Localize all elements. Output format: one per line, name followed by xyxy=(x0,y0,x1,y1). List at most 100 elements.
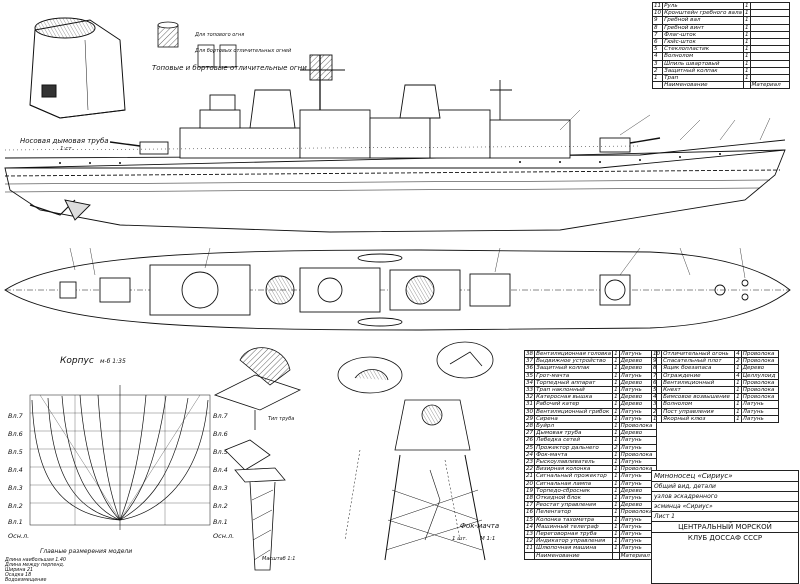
stamp-org-2: КЛУБ ДОССАФ СССР xyxy=(687,534,763,542)
station-left-3: Вл.3 xyxy=(8,484,23,492)
bom-pos: 34 xyxy=(523,378,536,388)
station-right-base: Осн.л. xyxy=(213,532,234,540)
stamp-title-left-3: эсминца «Сириус» xyxy=(652,502,798,512)
bom-material: Дерево xyxy=(618,429,657,438)
section-row-mat xyxy=(749,38,790,47)
bom-name: Вентиляционная головка xyxy=(534,349,614,359)
station-right-3: Вл.3 xyxy=(213,484,228,492)
section-row-mat xyxy=(749,74,790,83)
bom-pos: 26 xyxy=(523,436,536,445)
bom-name: Вентиляционный грибок xyxy=(534,407,614,416)
bom-name: Спасательный плот xyxy=(661,357,736,366)
bom-material: Проволока xyxy=(740,357,779,366)
bom-name: Прожектор дальнего xyxy=(534,443,614,452)
section-row-num: 7 xyxy=(651,30,664,40)
bom-pos: 37 xyxy=(523,357,536,366)
section-header-pos xyxy=(651,81,664,90)
main-dim-5: Водоизмещение xyxy=(5,577,46,583)
station-right-5: Вл.5 xyxy=(213,448,228,456)
bom-name: Ограждение xyxy=(661,371,736,380)
section-row-name: Волнолом xyxy=(662,52,744,61)
station-right-6: Вл.6 xyxy=(213,430,228,438)
section-row-mat xyxy=(749,9,790,18)
funnel-scale: 1:ст. xyxy=(60,146,74,152)
hull-section-title: Корпус xyxy=(60,356,94,366)
bom-name: Реостат управления xyxy=(534,501,614,510)
bom-pos: 1 xyxy=(650,414,663,424)
section-row-mat xyxy=(749,16,790,25)
main-dim-1: Длина наибольшая 1.40 xyxy=(4,557,66,563)
section-row-num: 3 xyxy=(651,59,664,68)
bom-name: Волнолом xyxy=(661,400,736,409)
bom-name: Пеленгатор xyxy=(534,508,614,517)
bom-pos: 8 xyxy=(650,364,663,373)
bom-pos: 5 xyxy=(650,386,663,395)
bom-name: Вентиляционный xyxy=(661,378,736,388)
station-right-2: Вл.2 xyxy=(213,502,228,510)
mast-note: Тип труба xyxy=(268,416,294,422)
section-row-name: Трап xyxy=(662,74,744,83)
bom-material: Целлулоид xyxy=(740,371,779,380)
bom-pos: 3 xyxy=(650,400,663,409)
section-row-name: Кронштейн гребного вала xyxy=(662,9,744,18)
bom-pos: 15 xyxy=(523,515,536,524)
section-row-num: 1 xyxy=(651,74,664,83)
bom-material: Проволока xyxy=(740,386,779,395)
section-header-name: Наименование xyxy=(662,81,744,90)
main-dim-4: Осадка 18 xyxy=(5,572,31,578)
bom-name: Фок-мачта xyxy=(534,450,614,460)
bom-pos: 19 xyxy=(523,486,536,496)
station-right-4: Вл.4 xyxy=(213,466,228,474)
bom-pos: 27 xyxy=(523,429,536,438)
section-row-name: Руль xyxy=(662,1,744,11)
bom-material: Латунь xyxy=(740,414,779,424)
stamp-title-left: Общий вид, детали xyxy=(652,482,798,492)
bom-material: Проволока xyxy=(618,450,657,460)
funnel-caption: Носовая дымовая труба xyxy=(20,137,109,145)
bom-name: Трап наклонный xyxy=(534,386,614,395)
station-left-7: Вл.7 xyxy=(8,412,24,420)
bom-name: Колонка тахометра xyxy=(534,515,614,524)
bom-name: Ящик боезапаса xyxy=(661,364,736,373)
detail-views xyxy=(213,341,494,571)
main-dims-title: Главные размерения модели xyxy=(40,548,132,555)
section-row-name: Гюйс-шток xyxy=(662,38,744,47)
section-row-name: Защитный колпак xyxy=(662,66,744,76)
funnel-detail xyxy=(29,17,126,119)
bom-pos: 16 xyxy=(523,508,536,517)
mast-scale-note: Масштаб 1:1 xyxy=(262,556,295,562)
section-row-num: 2 xyxy=(651,66,664,76)
bom-material: Проволока xyxy=(618,422,657,431)
bom-name: Лебедка сетей xyxy=(534,436,614,445)
